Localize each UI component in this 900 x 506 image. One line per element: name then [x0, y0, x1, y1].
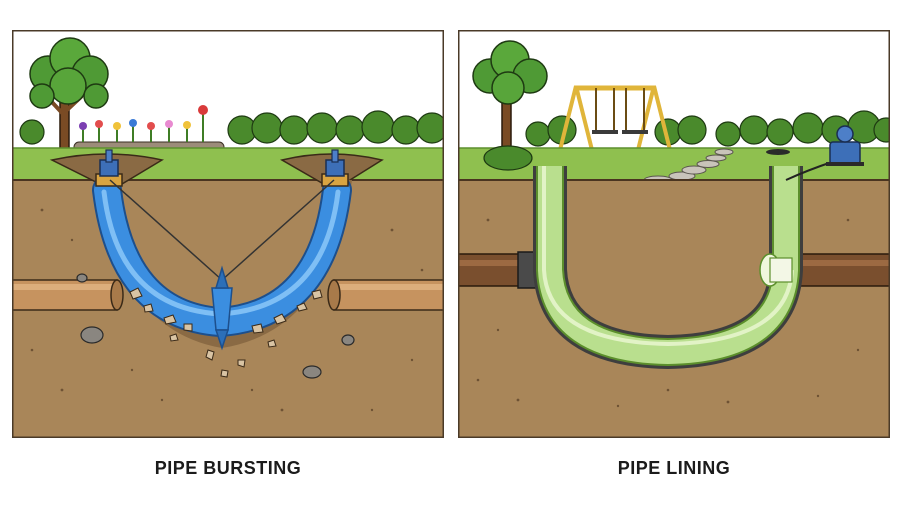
pipe-lining-scene [458, 30, 890, 438]
bush [483, 145, 533, 171]
caption-pipe-lining: PIPE LINING [617, 458, 731, 478]
pull-cable-left [109, 179, 223, 281]
access-manhole [766, 149, 790, 155]
green-liner [536, 166, 800, 367]
pipe-fragments [129, 287, 323, 378]
rocks [76, 273, 355, 379]
pull-cable-right [221, 179, 335, 281]
soil-texture [476, 218, 860, 408]
bursting-head [211, 265, 233, 351]
swing-set-icon [556, 85, 674, 159]
hedge-row [525, 110, 890, 147]
caption-pipe-bursting: PIPE BURSTING [154, 458, 302, 478]
pulling-rig-left [95, 149, 123, 187]
tree-icon [29, 37, 109, 153]
soil-ground [458, 180, 890, 438]
pipe-lining-illustration [458, 30, 890, 438]
hedge-row [19, 110, 444, 145]
pipe-bursting-scene [12, 30, 444, 438]
tree-icon [472, 40, 548, 153]
pulling-rig-right [321, 149, 349, 187]
soil-texture [30, 208, 424, 412]
old-pipe [12, 279, 444, 311]
pipe-bursting-illustration [12, 30, 444, 438]
pump-equipment-icon [785, 125, 864, 181]
